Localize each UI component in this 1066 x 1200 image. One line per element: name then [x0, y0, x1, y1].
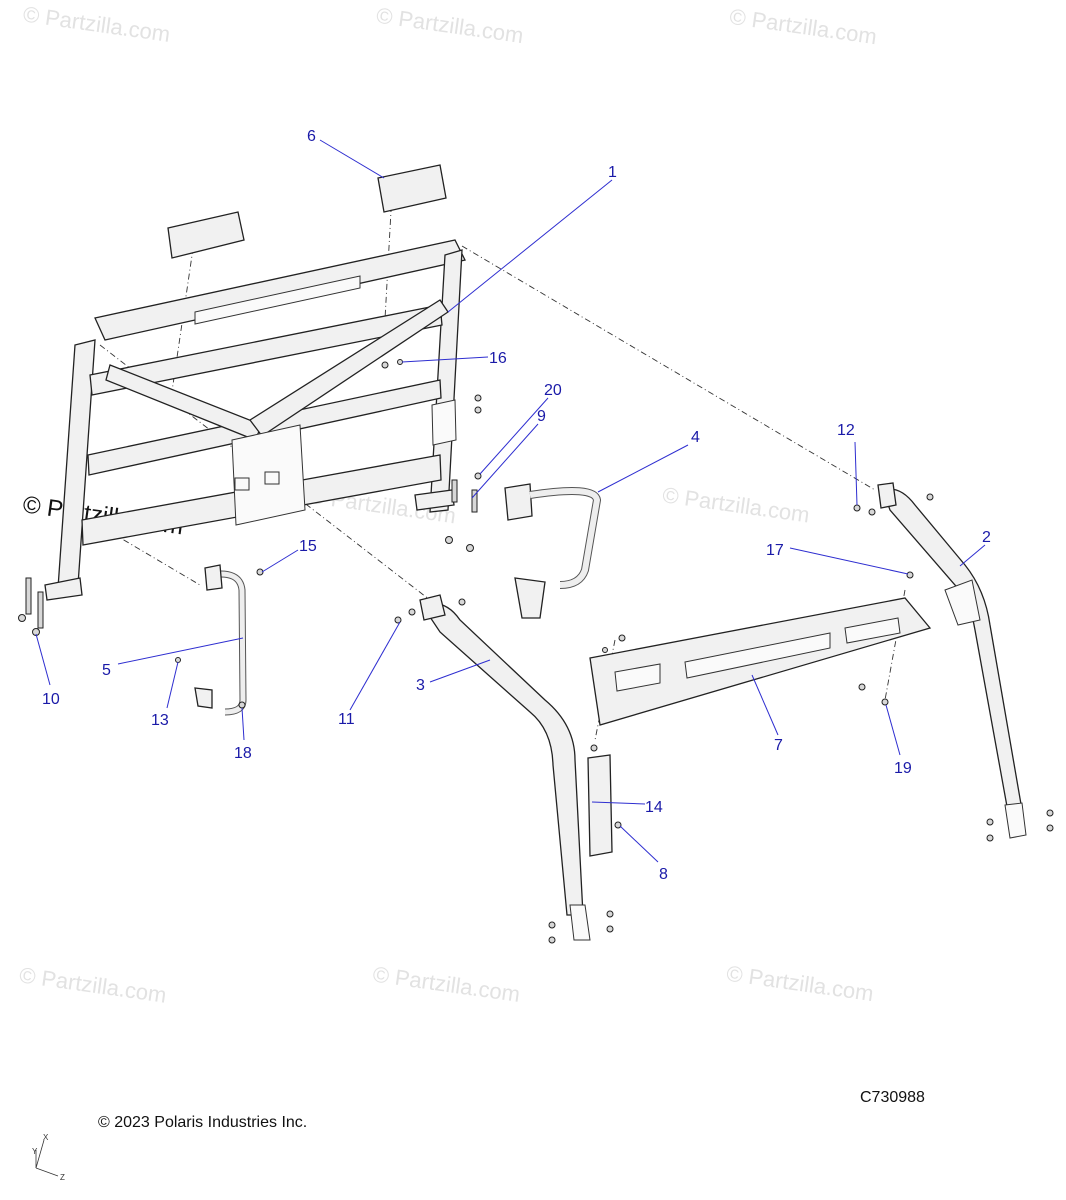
axis-triad-icon: X Y Z	[32, 1133, 65, 1182]
callout-5: 5	[102, 662, 111, 679]
watermark: © Partzilla.com	[375, 3, 525, 48]
watermark: © Partzilla.com	[371, 962, 521, 1007]
callout-16: 16	[489, 350, 507, 367]
callout-15: 15	[299, 538, 317, 555]
callout-8: 8	[659, 866, 668, 883]
copyright-notice: © 2023 Polaris Industries Inc.	[98, 1114, 307, 1131]
callout-13: 13	[151, 712, 169, 729]
callout-11: 11	[338, 711, 355, 728]
axis-label-z: Z	[60, 1173, 65, 1182]
watermark: © Partzilla.com	[725, 961, 875, 1006]
callout-12: 12	[837, 422, 855, 439]
leader-lines	[35, 139, 986, 863]
callout-4: 4	[691, 429, 700, 446]
headrest-drawing	[167, 164, 447, 259]
callout-1: 1	[608, 164, 617, 181]
callout-9: 9	[537, 408, 546, 425]
callout-2: 2	[982, 529, 991, 546]
drawing-number: C730988	[860, 1089, 925, 1106]
callout-20: 20	[544, 382, 562, 399]
callouts: 1 2 3 4 5 6 7 8 9 10 11 12 13 14 15 16 1…	[42, 128, 991, 883]
watermarks: © Partzilla.com © Partzilla.com © Partzi…	[18, 1, 879, 1007]
axis-label-x: X	[43, 1133, 49, 1142]
hardware	[18, 359, 1054, 944]
axis-label-y: Y	[32, 1147, 38, 1156]
callout-19: 19	[894, 760, 912, 777]
watermark: © Partzilla.com	[728, 4, 878, 49]
rear-panel-drawing	[589, 597, 932, 726]
callout-14: 14	[645, 799, 663, 816]
watermark: © Partzilla.com	[18, 962, 168, 1007]
main-frame-drawing	[44, 239, 466, 601]
grab-handle-right-drawing	[504, 483, 602, 619]
callout-7: 7	[774, 737, 783, 754]
watermark: © Partzilla.com	[661, 482, 811, 527]
rops-bar-left-drawing	[419, 594, 591, 941]
callout-6: 6	[307, 128, 316, 145]
callout-17: 17	[766, 542, 784, 559]
watermark: © Partzilla.com	[22, 1, 172, 46]
bracket-drawing	[587, 754, 613, 857]
callout-10: 10	[42, 691, 60, 708]
grab-handle-left-drawing	[194, 564, 247, 716]
callout-3: 3	[416, 677, 425, 694]
callout-18: 18	[234, 745, 252, 762]
rops-bar-right-drawing	[877, 482, 1027, 839]
